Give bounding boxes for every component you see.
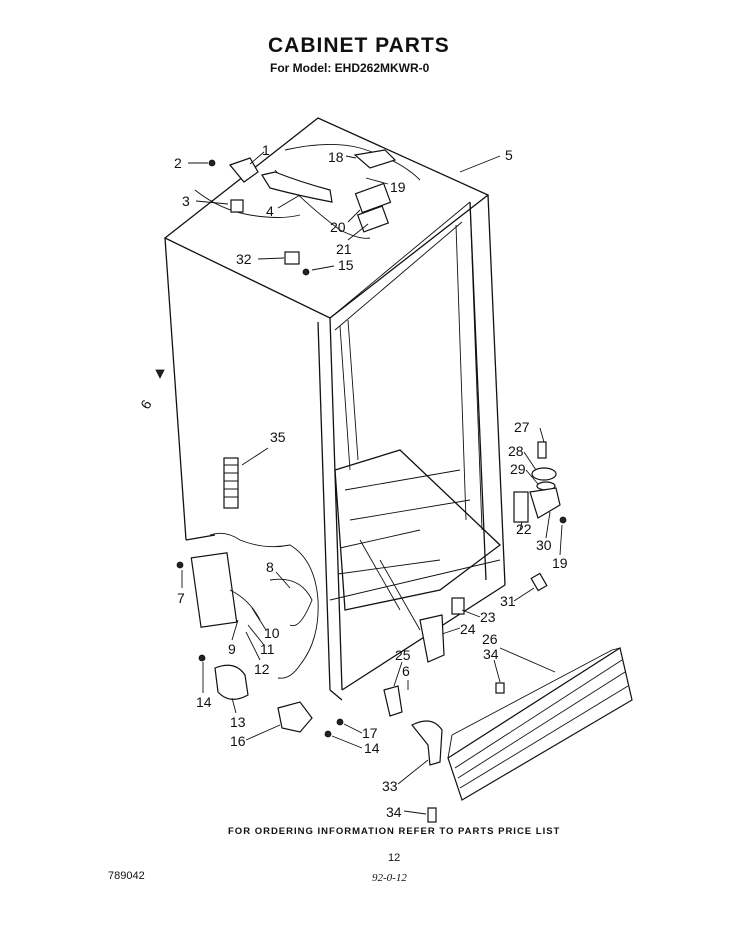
- cabinet-left-side: [164, 237, 216, 541]
- rear-cutaway: [190, 532, 319, 679]
- cabinet-top-dash: [194, 189, 301, 218]
- part-21-plate: [356, 205, 390, 233]
- callout-4: 4: [266, 203, 274, 219]
- callout-6-top: 6: [137, 397, 155, 412]
- model-line: For Model: EHD262MKWR-0: [270, 61, 430, 75]
- callout-10: 10: [264, 625, 280, 641]
- callout-labels: 1 2 3 4 5 18 19 20 21 32 15 6 35 27 28 2…: [137, 142, 568, 820]
- part-7-screw: [176, 561, 184, 569]
- part-19-screw-right: [559, 516, 567, 524]
- part-20-hinge: [354, 182, 392, 214]
- callout-27: 27: [514, 419, 530, 435]
- part-3-nut: [230, 199, 244, 213]
- callout-26: 26: [482, 631, 498, 647]
- cabinet-floor: [334, 449, 502, 611]
- part-18-block: [353, 149, 397, 169]
- callout-18: 18: [328, 149, 344, 165]
- part-32-plug: [284, 251, 300, 265]
- part-15-screw: [302, 268, 310, 276]
- cabinet-inner-walls: [329, 201, 471, 471]
- part-13-motor: [214, 664, 249, 700]
- callout-15: 15: [338, 257, 354, 273]
- part-6-screw-top: [155, 369, 165, 379]
- callout-30: 30: [536, 537, 552, 553]
- part-35-coil: [223, 457, 239, 509]
- callout-9: 9: [228, 641, 236, 657]
- page-title: CABINET PARTS: [268, 34, 450, 57]
- part-33-hinge: [411, 720, 443, 766]
- control-bracket: [190, 552, 238, 628]
- callout-12: 12: [254, 661, 270, 677]
- part-31-clip: [530, 572, 548, 592]
- callout-7: 7: [177, 590, 185, 606]
- cabinet-top-panel: [163, 117, 490, 319]
- part-17-screw: [336, 718, 344, 726]
- callout-24: 24: [460, 621, 476, 637]
- callout-3: 3: [182, 193, 190, 209]
- cutaway-outline: [209, 532, 319, 679]
- callout-32: 32: [236, 251, 252, 267]
- callout-2: 2: [174, 155, 182, 171]
- part-34-screw-top: [495, 682, 505, 694]
- part-14-screw-right: [324, 730, 332, 738]
- part-16-assembly: [277, 701, 313, 733]
- callout-16: 16: [230, 733, 246, 749]
- part-34-screw-bottom: [427, 807, 437, 823]
- callout-34-bottom: 34: [386, 804, 402, 820]
- callout-8: 8: [266, 559, 274, 575]
- parts: [155, 149, 567, 823]
- cabinet-right-edge: [469, 194, 506, 586]
- callout-13: 13: [230, 714, 246, 730]
- cabinet-bottom-edge: [329, 584, 506, 701]
- grille-top-lip: [447, 647, 621, 759]
- cabinet-front-edge: [317, 317, 343, 691]
- part-24-bracket: [419, 614, 445, 663]
- part-35-coil-rings: [224, 464, 238, 498]
- grille-slats: [454, 659, 629, 789]
- callout-33: 33: [382, 778, 398, 794]
- callout-21: 21: [336, 241, 352, 257]
- part-1-fitting: [228, 157, 259, 183]
- callout-17: 17: [362, 725, 378, 741]
- cabinet-floor-ribs: [337, 469, 471, 575]
- callout-34-top: 34: [483, 646, 499, 662]
- page-number: 12: [388, 852, 401, 864]
- document-number: 789042: [108, 870, 145, 882]
- part-2-screw: [208, 159, 216, 167]
- ordering-note: FOR ORDERING INFORMATION REFER TO PARTS …: [228, 826, 561, 837]
- callout-29: 29: [510, 461, 526, 477]
- callout-1: 1: [262, 142, 270, 158]
- callout-19-right: 19: [552, 555, 568, 571]
- callout-23: 23: [480, 609, 496, 625]
- part-25-bracket: [383, 685, 403, 717]
- callout-6-bottom: 6: [402, 663, 410, 679]
- part-22-plate: [513, 491, 529, 523]
- callout-31: 31: [500, 593, 516, 609]
- callout-19-top: 19: [390, 179, 406, 195]
- callout-11: 11: [260, 641, 275, 657]
- callout-35: 35: [270, 429, 286, 445]
- cabinet-floor-supports: [329, 539, 501, 631]
- base-grille: [447, 647, 633, 801]
- part-14-screw-left: [198, 654, 206, 662]
- callout-22: 22: [516, 521, 532, 537]
- part-23-clip: [451, 597, 465, 615]
- callout-25: 25: [395, 647, 411, 663]
- callout-28: 28: [508, 443, 524, 459]
- callout-14-right: 14: [364, 740, 380, 756]
- part-4-tube: [261, 171, 333, 203]
- wiring: [229, 578, 313, 627]
- callout-5: 5: [505, 147, 513, 163]
- part-30-bracket: [529, 487, 561, 519]
- part-28-washer: [531, 467, 557, 481]
- part-27-pin: [537, 441, 547, 459]
- grille-body: [447, 647, 633, 801]
- callout-14-left: 14: [196, 694, 212, 710]
- callout-20: 20: [330, 219, 346, 235]
- cabinet-inner-right: [455, 201, 483, 531]
- cabinet-body: [163, 117, 506, 701]
- date-code: 92-0-12: [372, 872, 407, 884]
- leader-lines: [181, 151, 563, 815]
